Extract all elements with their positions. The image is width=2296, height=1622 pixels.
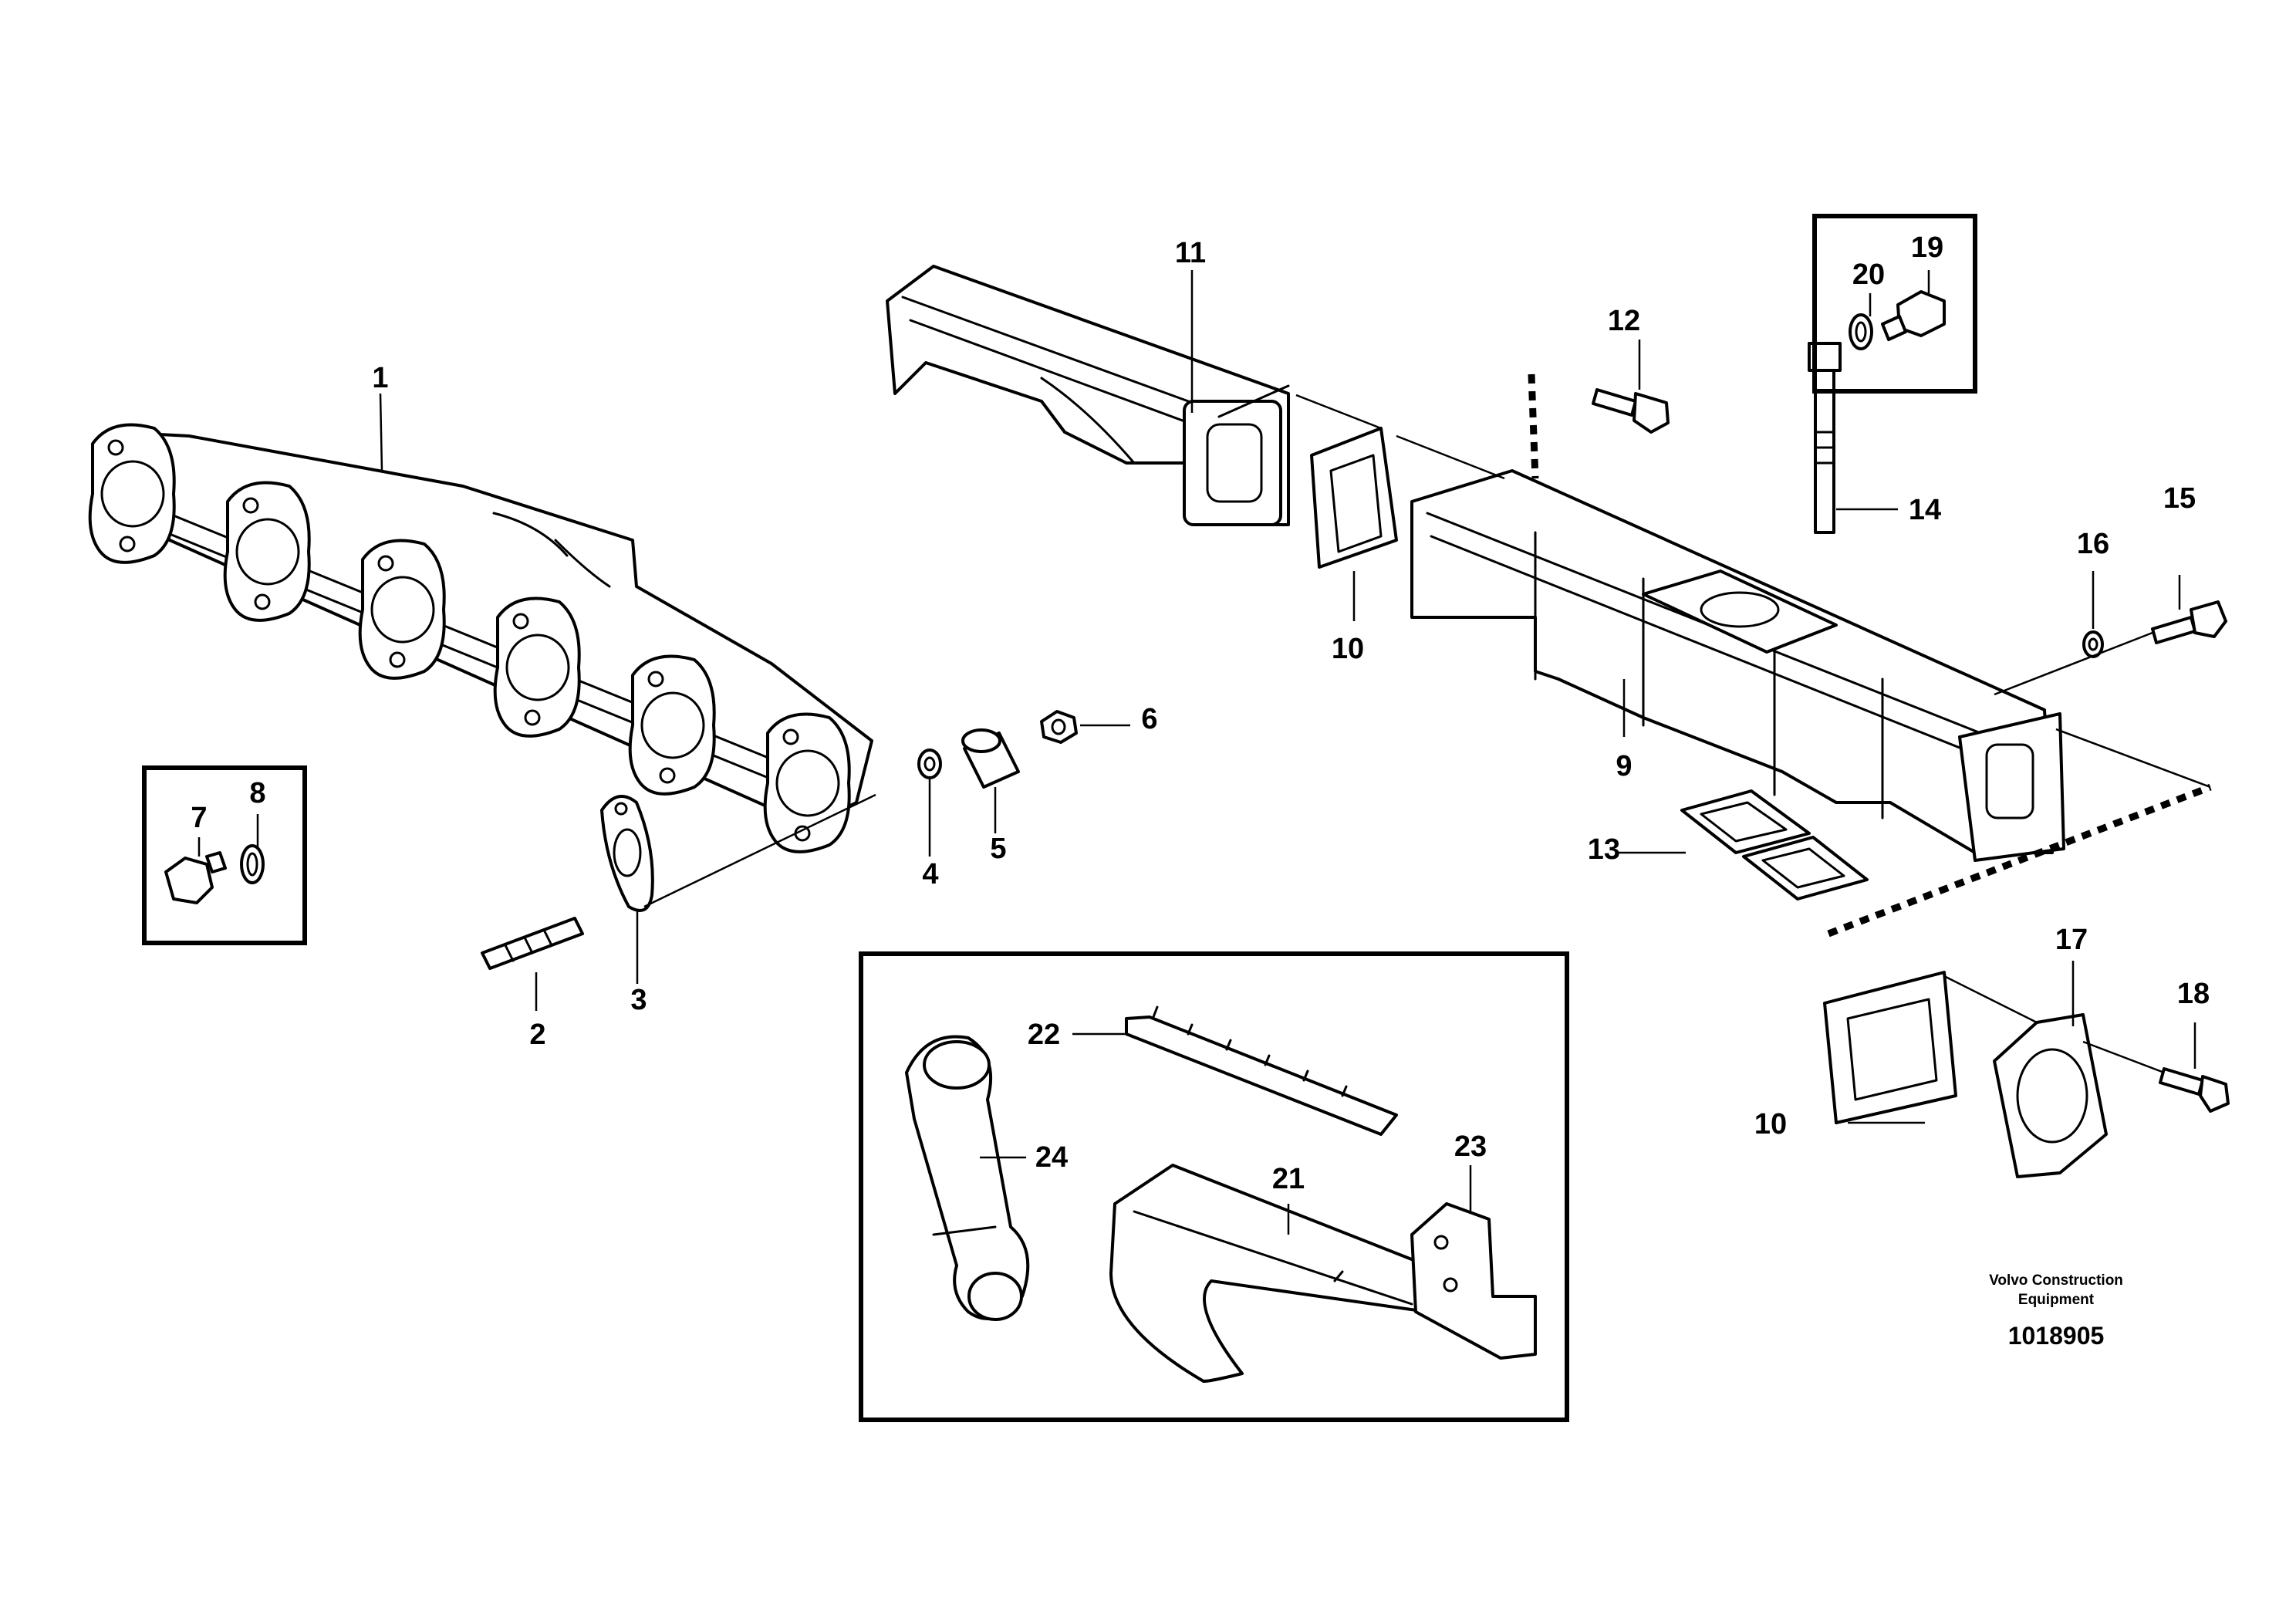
footer-block: Volvo Construction Equipment 1018905 [1989, 1272, 2123, 1350]
leader-lines [198, 270, 2196, 1235]
part-22-heat-shield-strip [1125, 1005, 1398, 1136]
callout-7: 7 [191, 802, 207, 834]
callout-13: 13 [1588, 833, 1620, 866]
callout-3: 3 [630, 984, 647, 1016]
part-9-manifold-main-section [1410, 469, 2065, 862]
part-24-exhaust-pipe [905, 1035, 1030, 1321]
callout-8: 8 [249, 777, 265, 809]
callout-21: 21 [1272, 1163, 1305, 1195]
callout-17: 17 [2055, 924, 2088, 956]
part-8-sealing-ring [240, 844, 265, 884]
callout-10b: 10 [1754, 1108, 1787, 1140]
callout-18: 18 [2177, 978, 2210, 1010]
assembly-dashed-line-upper [1528, 373, 1539, 479]
callout-22: 22 [1028, 1019, 1060, 1051]
part-13-gaskets [1680, 789, 1869, 901]
part-20-sealing-ring [1849, 313, 1873, 350]
part-21-heat-shield [1109, 1164, 1429, 1383]
callout-2: 2 [529, 1019, 545, 1051]
part-10-gasket-lower [1823, 971, 1957, 1124]
part-6-nut [1040, 710, 1078, 744]
footer-company-line1: Volvo Construction [1989, 1272, 2123, 1289]
part-15-bolt [2151, 600, 2227, 644]
assembly-line-lower-link [2055, 728, 2211, 789]
callout-11: 11 [1175, 237, 1206, 269]
callout-4: 4 [922, 858, 938, 890]
callout-16: 16 [2077, 528, 2109, 560]
callout-19: 19 [1911, 231, 1943, 264]
part-2-stud [481, 917, 584, 970]
callout-14: 14 [1909, 494, 1941, 526]
footer-company-line2: Equipment [2018, 1292, 2095, 1308]
callout-24: 24 [1035, 1141, 1068, 1174]
callout-labels: 1 2 3 4 5 6 7 8 9 10 10 11 12 13 14 15 1… [191, 231, 2210, 1195]
callout-6: 6 [1141, 703, 1157, 735]
part-23-bracket [1410, 1202, 1537, 1360]
footer-drawing-number: 1018905 [2008, 1322, 2105, 1350]
part-1-exhaust-manifold [88, 423, 873, 853]
part-4-washer [917, 748, 942, 779]
part-10-gasket-upper [1310, 427, 1398, 569]
callout-23: 23 [1454, 1130, 1487, 1163]
inset-frame-parts-7-8 [142, 765, 307, 945]
callout-12: 12 [1608, 305, 1640, 337]
part-17-cover-plate [1993, 1013, 2108, 1178]
part-18-bolt [2159, 1067, 2230, 1113]
callout-5: 5 [990, 833, 1006, 865]
assembly-dashed-line-lower [1827, 783, 2212, 938]
callout-20: 20 [1852, 259, 1885, 291]
part-16-washer [2082, 630, 2104, 658]
part-5-spacer-sleeve [961, 728, 1020, 789]
callout-1: 1 [372, 362, 388, 394]
callout-15: 15 [2163, 482, 2196, 515]
part-11-manifold-rear-section [886, 265, 1290, 526]
part-19-plug [1881, 290, 1946, 341]
part-7-drain-plug [164, 851, 227, 904]
part-3-flange-gasket [600, 795, 654, 912]
inset-frame-parts-19-20 [1812, 214, 1977, 394]
part-12-bolt [1592, 388, 1670, 434]
inset-frame-parts-21-24 [859, 951, 1569, 1422]
callout-10a: 10 [1332, 633, 1364, 665]
callout-9: 9 [1616, 750, 1632, 782]
